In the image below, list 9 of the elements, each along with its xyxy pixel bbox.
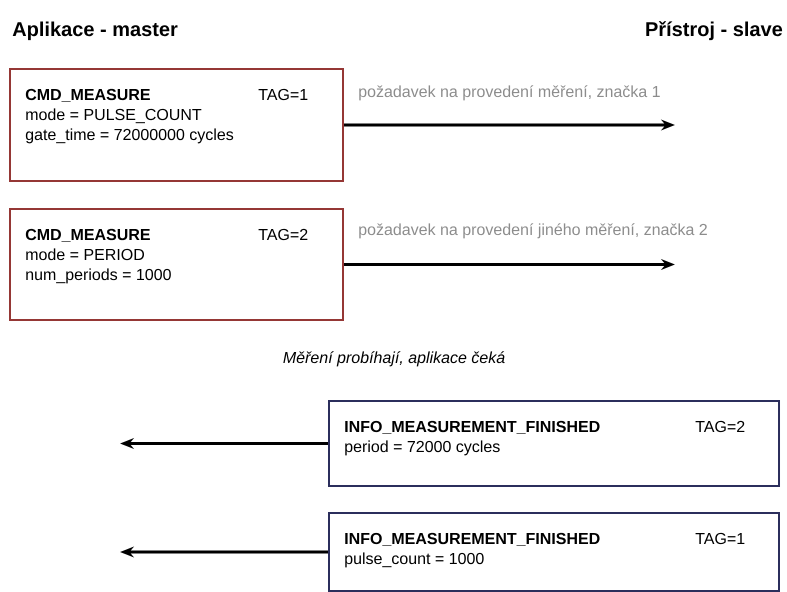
column-heading: Přístroj - slave bbox=[646, 21, 782, 40]
note: Měření probíhají, aplikace čeká bbox=[283, 351, 505, 366]
message-box: INFO_MEASUREMENT_FINISHED TAG=1 pulse_count = 1000 bbox=[328, 512, 780, 592]
message-box: CMD_MEASURE TAG=2 mode = PERIOD num_periods = 1000 bbox=[9, 208, 344, 321]
column-heading: Aplikace - master bbox=[12, 22, 178, 40]
message-box: CMD_MEASURE TAG=1 mode = PULSE_COUNT gate_time = 72000000 cycles bbox=[9, 68, 344, 182]
message-box: INFO_MEASUREMENT_FINISHED TAG=2 period = 72000 cycles bbox=[328, 400, 780, 487]
edge-label: požadavek na provedení jiného měření, značka 2 bbox=[359, 223, 707, 238]
edge-label: požadavek na provedení měření, značka 1 bbox=[359, 85, 660, 100]
